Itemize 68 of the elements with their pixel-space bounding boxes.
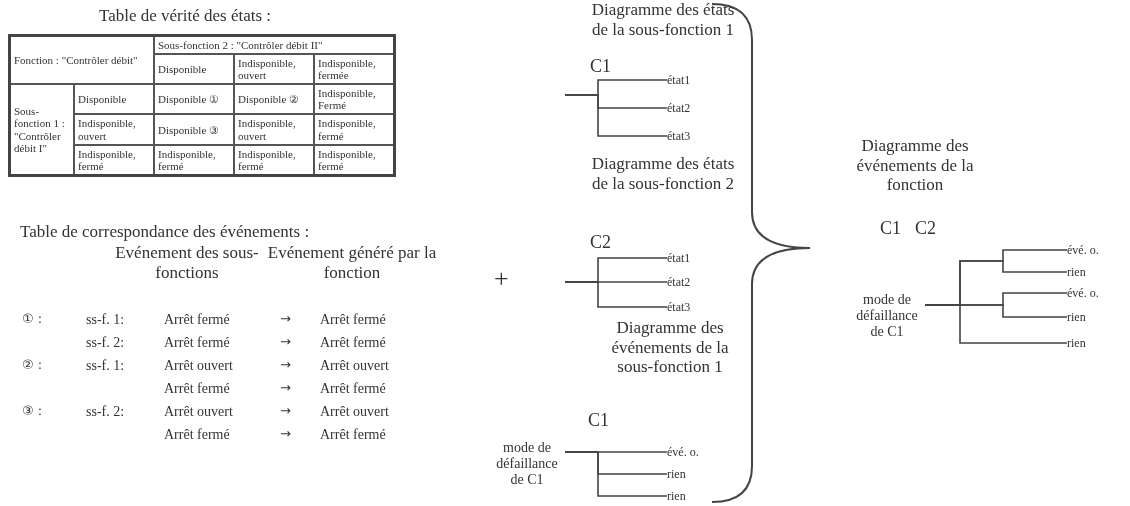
text-label: Diagramme des événements de la fonction [855,136,975,195]
table-title: Table de vérité des états : [97,6,272,26]
event-text: Arrêt fermé [320,381,386,398]
branch-label: rien [667,488,686,504]
root-label: mode de défaillance de C1 [489,440,565,489]
column-header: Evénement des sous-fonctions [114,243,260,283]
arrow-sign: → [280,358,291,373]
branch-label: rien [1067,264,1086,280]
arrow-sign: → [280,335,291,350]
event-number: ② : [22,358,43,373]
text-label: Diagramme des états de la sous-fonction 2 [590,154,736,194]
branch-label: état2 [667,274,691,290]
event-text: Arrêt fermé [164,335,230,352]
variable-label: C1 [588,410,609,431]
subfunction-label: ss-f. 1: [86,312,125,329]
text-label: Diagramme des états de la sous-fonction 1 [590,0,736,40]
table-cell: Disponible ② [234,84,314,115]
table-title: Table de correspondance des événements : [20,222,311,242]
branch-label: état1 [667,250,691,266]
subfunction-label: ss-f. 2: [86,404,125,421]
tree-branch [564,94,668,137]
table-cell: Disponible [154,54,234,85]
arrow-sign: → [280,427,291,442]
subfunction-label: ss-f. 1: [86,358,125,375]
branch-label: rien [667,466,686,482]
tree-branch [564,451,668,497]
variable-label: C2 [915,218,936,239]
branch-label: état3 [667,299,691,315]
table-cell: Disponible [74,84,154,115]
branch-label: évé. o. [1067,242,1099,258]
event-text: Arrêt ouvert [164,358,233,375]
root-label: mode de défaillance de C1 [849,292,925,341]
plus-sign: + [494,264,509,294]
event-number: ③ : [22,404,43,419]
event-text: Arrêt fermé [164,427,230,444]
branch-label: état1 [667,72,691,88]
branch-label: rien [1067,335,1086,351]
subfunction-label: ss-f. 2: [86,335,125,352]
event-text: Arrêt ouvert [320,404,389,421]
arrow-sign: → [280,381,291,396]
column-header: Evénement généré par la fonction [266,243,438,283]
event-text: Arrêt fermé [320,312,386,329]
event-text: Arrêt fermé [164,312,230,329]
arrow-sign: → [280,404,291,419]
branch-label: état3 [667,128,691,144]
branch-label: évé. o. [1067,285,1099,301]
event-text: Arrêt fermé [164,381,230,398]
table-cell: Disponible ① [154,84,234,115]
branch-label: rien [1067,309,1086,325]
event-number: ① : [22,312,43,327]
text-label: Diagramme des événements de la sous-fonction 1 [610,318,730,377]
branch-label: état2 [667,100,691,116]
table-cell: Indisponible, ouvert [234,54,314,85]
arrow-sign: → [280,312,291,327]
variable-label: C1 [880,218,901,239]
tree-branch [924,304,1068,344]
variable-label: C1 [590,56,611,77]
event-text: Arrêt ouvert [320,358,389,375]
tree-branch [564,281,668,308]
table-cell: Fonction : "Contrôler débit" [9,35,154,85]
table-cell: Indisponible, ouvert [234,114,314,145]
table-cell: Indisponible, ouvert [74,114,154,145]
event-text: Arrêt fermé [320,335,386,352]
branch-label: évé. o. [667,444,699,460]
variable-label: C2 [590,232,611,253]
event-text: Arrêt fermé [320,427,386,444]
event-text: Arrêt ouvert [164,404,233,421]
table-cell: Disponible ③ [154,114,234,145]
